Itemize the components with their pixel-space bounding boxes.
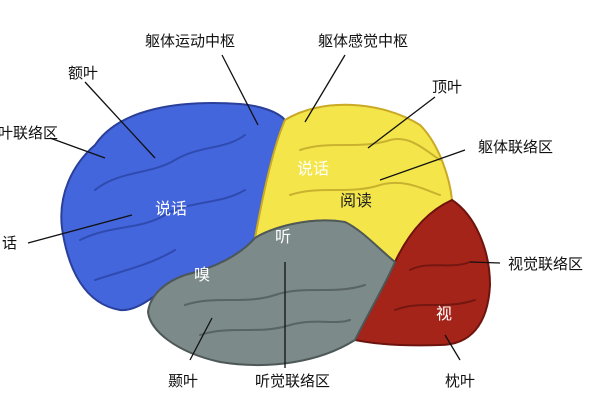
leader-parietal-lobe xyxy=(367,96,436,149)
temporal-lobe-region xyxy=(146,219,397,367)
gyrus-line xyxy=(94,249,176,281)
region-speech-parietal: 说话 xyxy=(297,159,330,178)
gyri-texture xyxy=(79,134,476,336)
leader-visual-assoc xyxy=(469,261,501,264)
gyrus-line xyxy=(394,299,476,311)
label-occipital-lobe: 枕叶 xyxy=(445,372,476,390)
gyrus-line xyxy=(409,261,471,271)
label-visual-assoc: 视觉联络区 xyxy=(508,255,584,273)
leader-occipital-lobe xyxy=(444,334,461,361)
gyrus-line xyxy=(79,189,246,241)
leader-frontal-lobe xyxy=(84,81,156,159)
gyrus-line xyxy=(184,284,366,306)
gyrus-line xyxy=(299,138,441,161)
region-hearing: 听 xyxy=(275,227,292,246)
gyrus-line xyxy=(289,181,441,196)
gyrus-line xyxy=(94,134,246,191)
label-parietal-lobe: 顶叶 xyxy=(432,78,463,96)
label-speech-left: 话 xyxy=(2,234,18,252)
leader-sensory-cortex xyxy=(304,54,346,123)
label-frontal-assoc: 叶联络区 xyxy=(0,124,59,142)
leader-lines xyxy=(27,54,501,368)
region-reading: 阅读 xyxy=(340,191,373,210)
label-temporal-lobe: 颞叶 xyxy=(168,372,199,390)
label-auditory-assoc: 听觉联络区 xyxy=(255,372,331,390)
label-motor-cortex: 躯体运动中枢 xyxy=(145,32,236,50)
label-sensory-cortex: 躯体感觉中枢 xyxy=(318,32,409,50)
gyrus-line xyxy=(199,319,351,336)
occipital-lobe-region xyxy=(353,198,492,347)
label-frontal-lobe: 额叶 xyxy=(68,64,99,82)
leader-motor-cortex xyxy=(221,54,259,126)
leader-frontal-assoc xyxy=(49,137,106,159)
leader-speech-left xyxy=(27,214,133,244)
leader-temporal-lobe xyxy=(189,317,213,361)
leader-somatic-assoc xyxy=(379,149,466,181)
label-somatic-assoc: 躯体联络区 xyxy=(478,138,554,156)
region-vision: 视 xyxy=(436,304,453,323)
region-speech-frontal: 说话 xyxy=(155,199,188,218)
region-smell: 嗅 xyxy=(194,265,211,284)
